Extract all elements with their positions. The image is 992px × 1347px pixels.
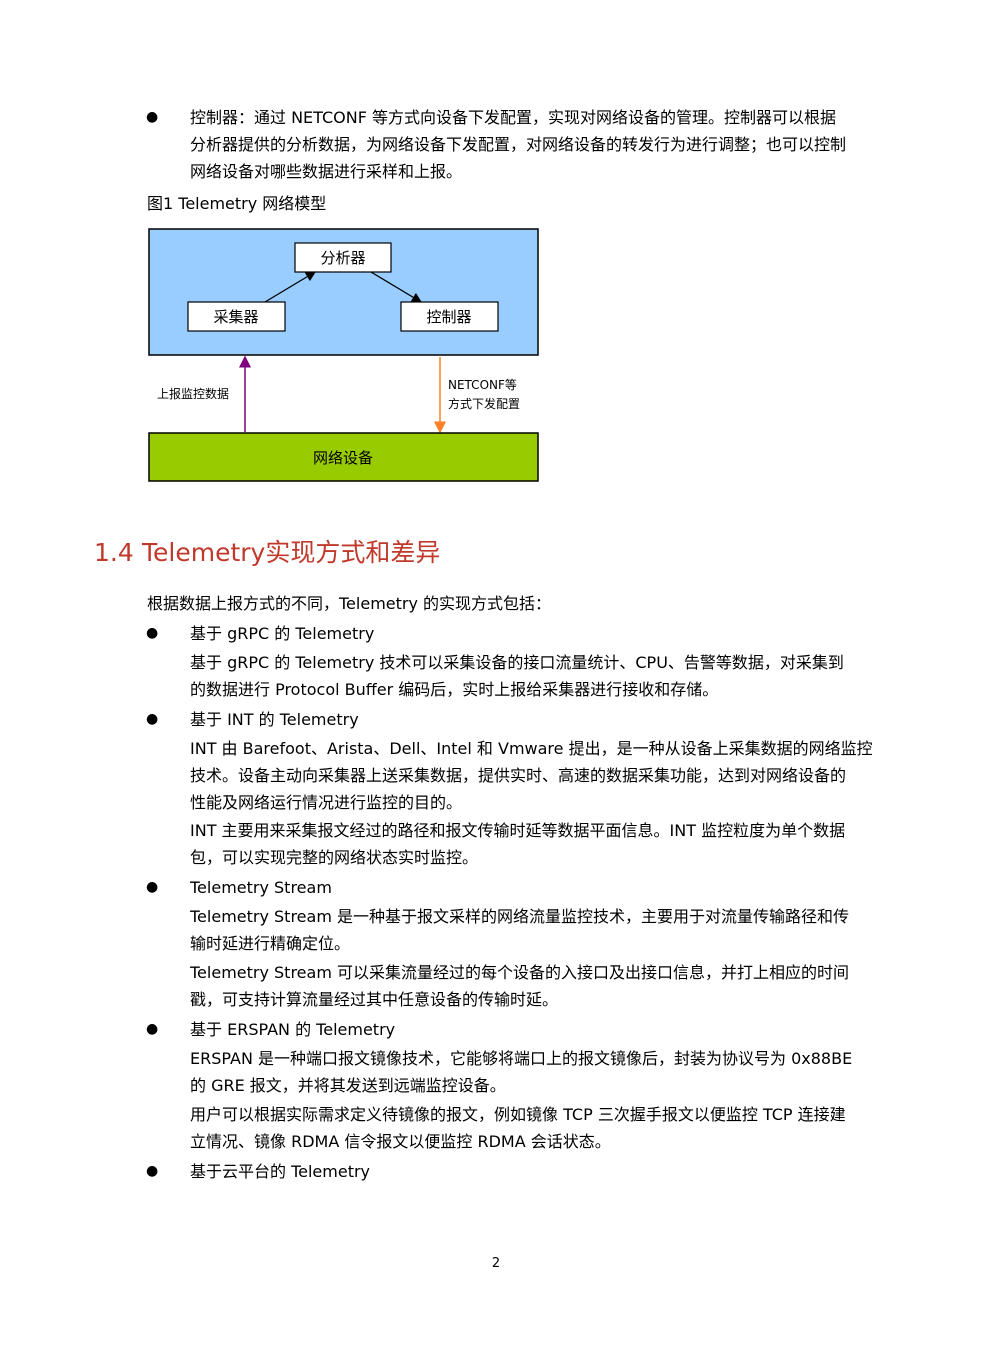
section-heading: 1.4 Telemetry实现方式和差异 [94,533,440,573]
text-line: 基于 gRPC 的 Telemetry 技术可以采集设备的接口流量统计、CPU、… [190,653,844,672]
text-line: 控制器：通过 NETCONF 等方式向设备下发配置，实现对网络设备的管理。控制器… [190,108,837,127]
text-line: 的数据进行 Protocol Buffer 编码后，实时上报给采集器进行接收和存… [190,680,719,699]
config-label-line1: NETCONF等 [448,378,517,392]
bullet-marker: ● [146,109,159,125]
text-line: 的 GRE 报文，并将其发送到远端监控设备。 [190,1076,506,1095]
device-box [148,432,539,482]
bullet-marker: ● [146,1163,159,1179]
erspan-paragraph-2: 用户可以根据实际需求定义待镜像的报文，例如镜像 TCP 三次握手报文以便监控 T… [190,1101,846,1155]
text-line: INT 由 Barefoot、Arista、Dell、Intel 和 Vmwar… [190,739,873,758]
text-line: 分析器提供的分析数据，为网络设备下发配置，对网络设备的转发行为进行调整；也可以控… [190,135,847,154]
text-line: 包，可以实现完整的网络状态实时监控。 [190,848,479,867]
figure-caption: 图1 Telemetry 网络模型 [147,194,327,213]
text-line: 性能及网络运行情况进行监控的目的。 [190,793,463,812]
controller-description: 控制器：通过 NETCONF 等方式向设备下发配置，实现对网络设备的管理。控制器… [190,104,846,185]
section-number: 1.4 [94,538,134,567]
bullet-marker: ● [146,879,159,895]
text-line: INT 主要用来采集报文经过的路径和报文传输时延等数据平面信息。INT 监控粒度… [190,821,846,840]
device-label: 网络设备 [313,449,373,467]
text-line: 输时延进行精确定位。 [190,934,351,953]
collector-box [187,301,286,332]
text-line: 技术。设备主动向采集器上送采集数据，提供实时、高速的数据采集功能，达到对网络设备… [190,766,847,785]
text-line: Telemetry Stream 是一种基于报文采样的网络流量监控技术，主要用于… [190,907,850,926]
erspan-paragraph-1: ERSPAN 是一种端口报文镜像技术，它能够将端口上的报文镜像后，封装为协议号为… [190,1045,852,1099]
analyzer-box [294,242,392,273]
section-title: Telemetry实现方式和差异 [142,538,441,567]
text-line: ERSPAN 是一种端口报文镜像技术，它能够将端口上的报文镜像后，封装为协议号为… [190,1049,853,1068]
cloud-title: 基于云平台的 Telemetry [190,1162,371,1181]
bullet-marker: ● [146,1021,159,1037]
report-label: 上报监控数据 [157,386,229,401]
text-line: 立情况、镜像 RDMA 信令报文以便监控 RDMA 会话状态。 [190,1132,611,1151]
text-line: 网络设备对哪些数据进行采样和上报。 [190,162,463,181]
config-label-line2: 方式下发配置 [448,396,520,411]
collector-to-analyzer-arrow [264,271,317,303]
bullet-marker: ● [146,625,159,641]
int-paragraph-2: INT 主要用来采集报文经过的路径和报文传输时延等数据平面信息。INT 监控粒度… [190,817,845,871]
bullet-marker: ● [146,711,159,727]
analyzer-label: 分析器 [320,249,365,267]
analyzer-to-controller-arrow [370,271,423,303]
controller-label: 控制器 [426,308,471,326]
erspan-title: 基于 ERSPAN 的 Telemetry [190,1020,396,1039]
int-title: 基于 INT 的 Telemetry [190,710,359,729]
page-number: 2 [491,1256,501,1271]
stream-paragraph-1: Telemetry Stream 是一种基于报文采样的网络流量监控技术，主要用于… [190,903,849,957]
collector-label: 采集器 [213,308,258,326]
text-line: Telemetry Stream 可以采集流量经过的每个设备的入接口及出接口信息… [190,963,850,982]
section-intro: 根据数据上报方式的不同，Telemetry 的实现方式包括： [147,594,552,613]
stream-paragraph-2: Telemetry Stream 可以采集流量经过的每个设备的入接口及出接口信息… [190,959,849,1013]
grpc-paragraph: 基于 gRPC 的 Telemetry 技术可以采集设备的接口流量统计、CPU、… [190,649,844,703]
telemetry-network-diagram: 分析器 采集器 控制器 上报监控数据 NETCONF等 方式下发配置 网络设备 [148,228,539,482]
text-line: 戳，可支持计算流量经过其中任意设备的传输时延。 [190,990,559,1009]
stream-title: Telemetry Stream [190,878,332,897]
int-paragraph-1: INT 由 Barefoot、Arista、Dell、Intel 和 Vmwar… [190,735,873,816]
text-line: 用户可以根据实际需求定义待镜像的报文，例如镜像 TCP 三次握手报文以便监控 T… [190,1105,846,1124]
controller-box [400,301,499,332]
grpc-title: 基于 gRPC 的 Telemetry [190,624,375,643]
